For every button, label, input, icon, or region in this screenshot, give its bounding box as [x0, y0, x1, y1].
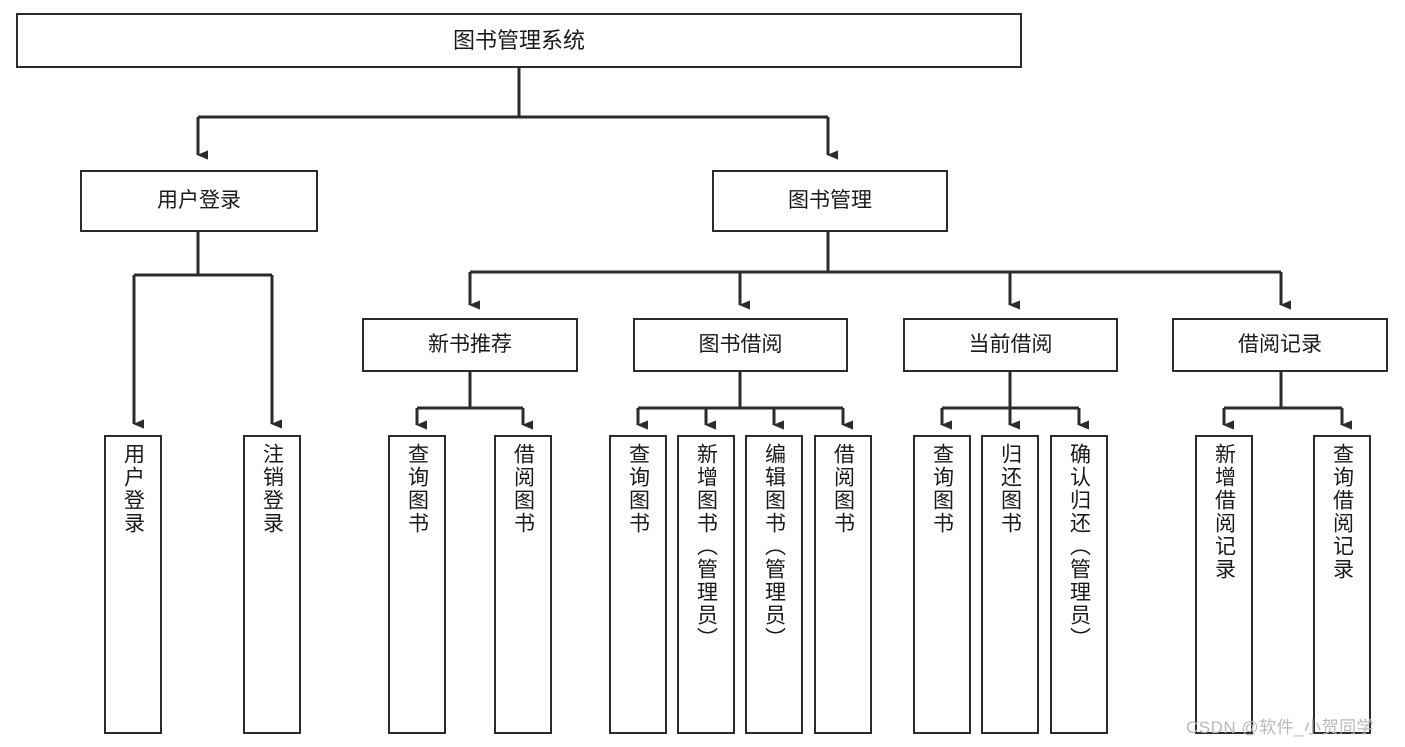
leaf-br-add-record-label: 新增借阅记录 — [1212, 443, 1236, 581]
leaf-bb-query-book[interactable]: 查询图书 — [609, 435, 667, 734]
leaf-bb-query-book-label: 查询图书 — [626, 443, 650, 535]
leaf-cb-query-book[interactable]: 查询图书 — [913, 435, 971, 734]
leaf-br-query-record[interactable]: 查询借阅记录 — [1313, 435, 1371, 734]
leaf-nb-query-book-label: 查询图书 — [405, 443, 429, 535]
leaf-bb-borrow-book-label: 借阅图书 — [831, 443, 855, 535]
leaf-br-add-record[interactable]: 新增借阅记录 — [1195, 435, 1253, 734]
leaf-bb-edit-book[interactable]: 编辑图书（管理员） — [745, 435, 803, 734]
node-borrow-record[interactable]: 借阅记录 — [1172, 318, 1388, 372]
node-current-borrow-label: 当前借阅 — [968, 332, 1053, 356]
node-book-borrow-label: 图书借阅 — [698, 332, 783, 356]
node-book-borrow[interactable]: 图书借阅 — [633, 318, 848, 372]
csdn-watermark: CSDN @软件_小贺同学 — [1186, 718, 1375, 737]
leaf-cb-confirm-return[interactable]: 确认归还（管理员） — [1050, 435, 1108, 734]
leaf-bb-borrow-book[interactable]: 借阅图书 — [814, 435, 872, 734]
node-user-login-label: 用户登录 — [157, 188, 241, 212]
leaf-nb-borrow-book-label: 借阅图书 — [511, 443, 535, 535]
leaf-user-login[interactable]: 用户登录 — [104, 435, 162, 734]
node-root-label: 图书管理系统 — [452, 27, 585, 53]
leaf-bb-edit-book-label: 编辑图书（管理员） — [762, 443, 786, 650]
leaf-cb-query-book-label: 查询图书 — [930, 443, 954, 535]
leaf-cb-confirm-return-label: 确认归还（管理员） — [1067, 443, 1091, 650]
leaf-nb-borrow-book[interactable]: 借阅图书 — [494, 435, 552, 734]
leaf-logout[interactable]: 注销登录 — [243, 435, 301, 734]
leaf-logout-label: 注销登录 — [260, 443, 284, 535]
leaf-br-query-record-label: 查询借阅记录 — [1330, 443, 1354, 581]
node-borrow-record-label: 借阅记录 — [1238, 332, 1322, 356]
node-book-management[interactable]: 图书管理 — [712, 170, 948, 232]
node-root[interactable]: 图书管理系统 — [16, 13, 1022, 68]
leaf-nb-query-book[interactable]: 查询图书 — [388, 435, 446, 734]
node-new-book-recommend[interactable]: 新书推荐 — [362, 318, 578, 372]
node-user-login[interactable]: 用户登录 — [80, 170, 318, 232]
leaf-cb-return-book-label: 归还图书 — [998, 443, 1022, 535]
node-new-book-recommend-label: 新书推荐 — [428, 332, 512, 356]
node-current-borrow[interactable]: 当前借阅 — [903, 318, 1118, 372]
leaf-bb-add-book-label: 新增图书（管理员） — [694, 443, 718, 650]
leaf-bb-add-book[interactable]: 新增图书（管理员） — [677, 435, 735, 734]
leaf-cb-return-book[interactable]: 归还图书 — [981, 435, 1039, 734]
node-book-management-label: 图书管理 — [788, 188, 872, 212]
leaf-user-login-label: 用户登录 — [121, 443, 145, 535]
